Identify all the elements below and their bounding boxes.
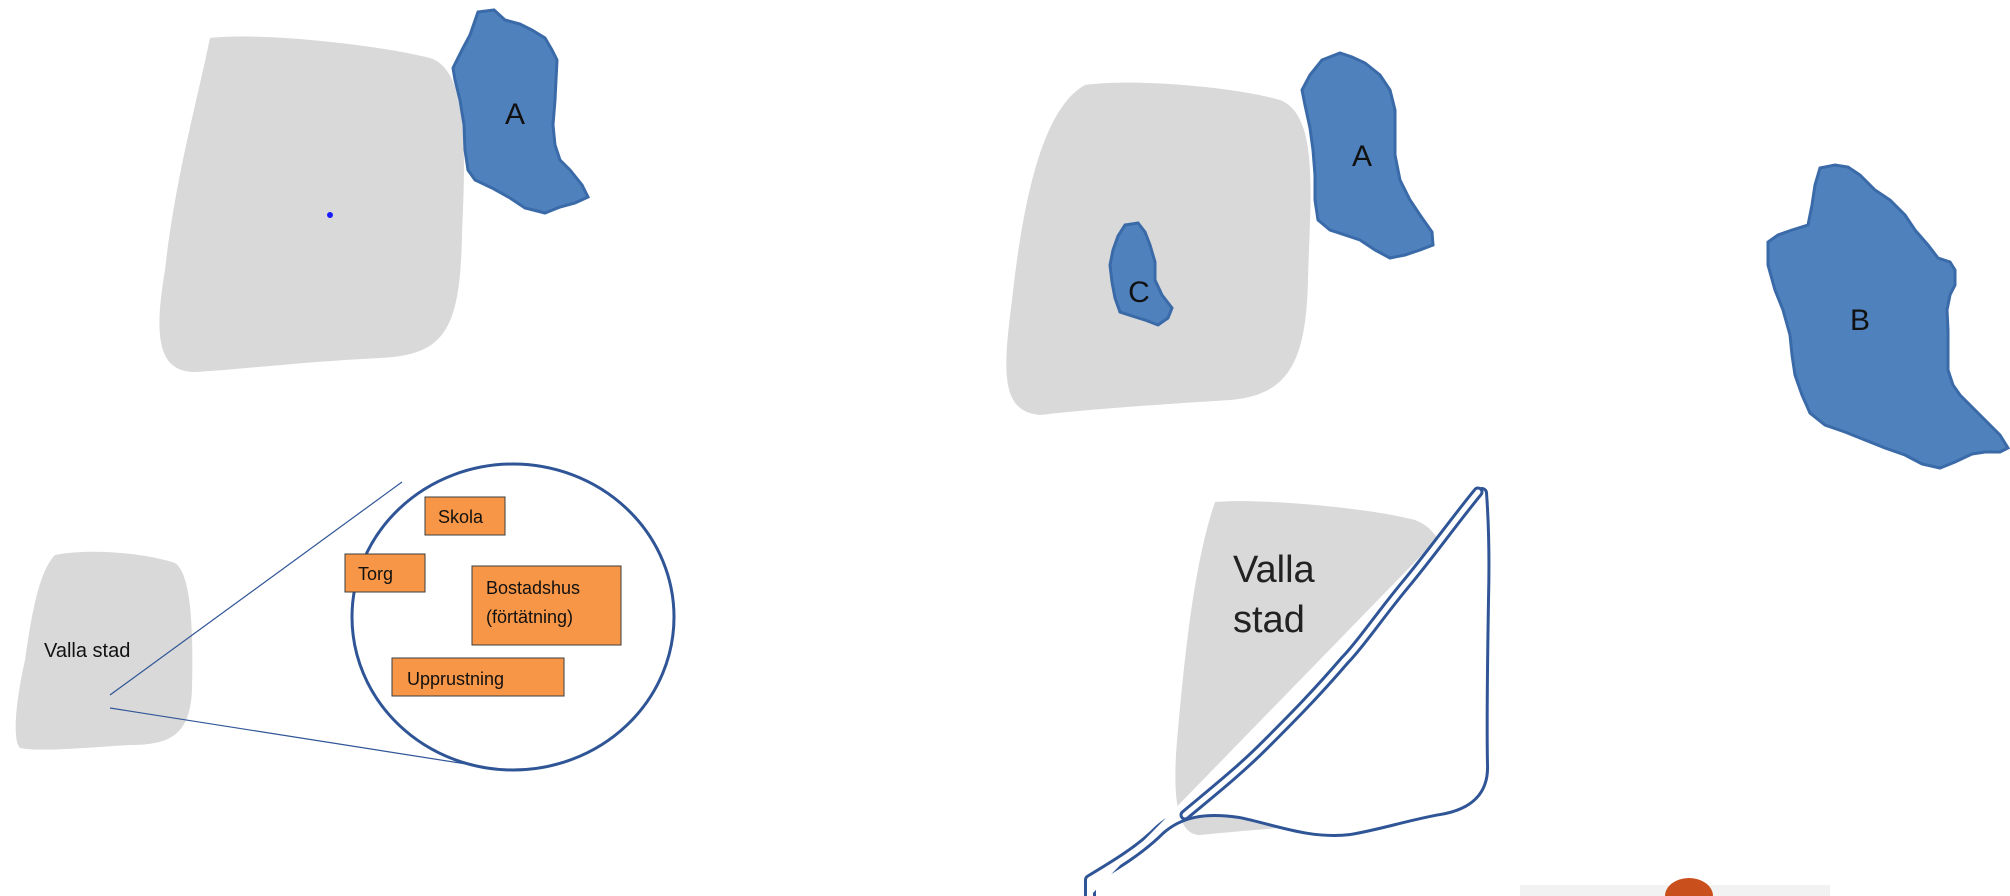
district-b-label: B — [1850, 304, 1870, 337]
box-torg — [344, 553, 426, 593]
district-a-label-top-left: A — [505, 98, 525, 131]
river — [1084, 486, 1491, 896]
box-upprustning — [391, 657, 565, 697]
box-bostadshus — [471, 565, 622, 646]
district-c — [1108, 221, 1174, 327]
district-a-label-top-right: A — [1352, 140, 1372, 173]
zoom-line-upper — [109, 481, 403, 696]
city-area-valla-small — [15, 551, 193, 750]
district-a-top-left — [451, 8, 591, 215]
stad-label-large: stad — [1233, 599, 1305, 641]
district-a-top-right — [1300, 51, 1435, 260]
center-marker — [327, 212, 333, 218]
box-skola-label: Skola — [438, 507, 484, 527]
box-bostadshus-label: Bostadshus — [486, 578, 580, 598]
river-inner-stroke — [1087, 490, 1488, 896]
district-b — [1766, 163, 2010, 470]
district-c-label: C — [1128, 276, 1150, 309]
valla-stad-label-small: Valla stad — [44, 640, 130, 662]
river-branch-inner — [1182, 489, 1481, 818]
city-area-top-right — [1006, 82, 1311, 415]
box-skola — [424, 496, 506, 536]
city-area-top-left — [159, 36, 464, 372]
zoom-line-lower — [109, 707, 499, 770]
valla-label-large: Valla — [1233, 549, 1316, 591]
box-bostadshus-sublabel: (förtätning) — [486, 607, 573, 627]
partial-orange-circle — [1665, 878, 1713, 896]
box-torg-label: Torg — [358, 564, 393, 584]
box-upprustning-label: Upprustning — [407, 669, 504, 689]
